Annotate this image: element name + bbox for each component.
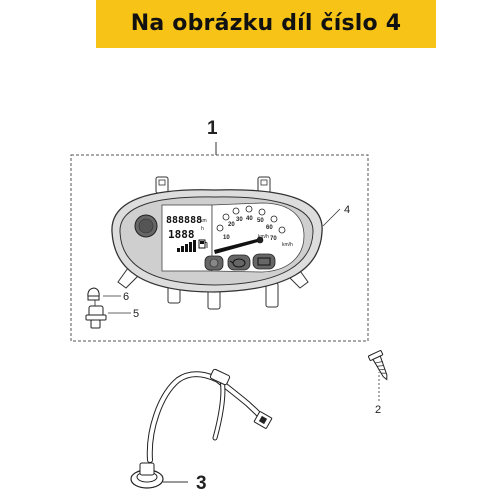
header-banner: Na obrázku díl číslo 4	[96, 0, 436, 48]
engine-warning-icon	[252, 253, 276, 270]
speedometer-cable	[130, 368, 273, 489]
assembly-boundary	[70, 154, 369, 342]
callout-1-label: 1	[207, 118, 218, 139]
fuel-pump-icon	[198, 239, 208, 249]
trip-readout: 1888	[168, 228, 195, 241]
callout-5-label: 5	[133, 308, 139, 320]
oil-can-icon	[227, 254, 251, 271]
header-title: Na obrázku díl číslo 4	[130, 11, 402, 36]
svg-text:70: 70	[270, 236, 277, 242]
callout-6-label: 6	[123, 291, 129, 303]
svg-text:40: 40	[246, 216, 253, 222]
screw	[367, 350, 388, 381]
fuel-bar-graph	[177, 240, 196, 252]
instrument-cluster: 888888 1888 km h	[111, 176, 323, 310]
lcd-panel	[161, 204, 213, 272]
svg-text:60: 60	[266, 225, 273, 231]
speedometer-needle	[214, 239, 258, 254]
speedometer-scale: 10 20 30 40 50 60 70	[223, 216, 277, 242]
svg-text:30: 30	[236, 217, 243, 223]
svg-text:20: 20	[228, 222, 235, 228]
svg-text:10: 10	[223, 235, 230, 241]
bulb-socket	[85, 300, 107, 329]
headlight-icon	[204, 255, 224, 271]
speed-unit-bottom: km/h	[282, 242, 293, 248]
callout-2-label: 2	[375, 404, 381, 416]
speed-unit-top: km/h	[258, 234, 269, 240]
callout-4-leader	[322, 208, 341, 227]
unit-h-label: h	[201, 226, 204, 232]
svg-text:50: 50	[257, 218, 264, 224]
callout-4-label: 4	[344, 204, 350, 216]
indicator-bulb-icon	[87, 287, 100, 301]
needle-hub	[256, 236, 264, 244]
speedometer-markers	[216, 205, 286, 234]
odometer-readout: 888888	[166, 215, 202, 226]
unit-km-label: km	[200, 218, 207, 224]
callout-3-label: 3	[196, 473, 207, 494]
